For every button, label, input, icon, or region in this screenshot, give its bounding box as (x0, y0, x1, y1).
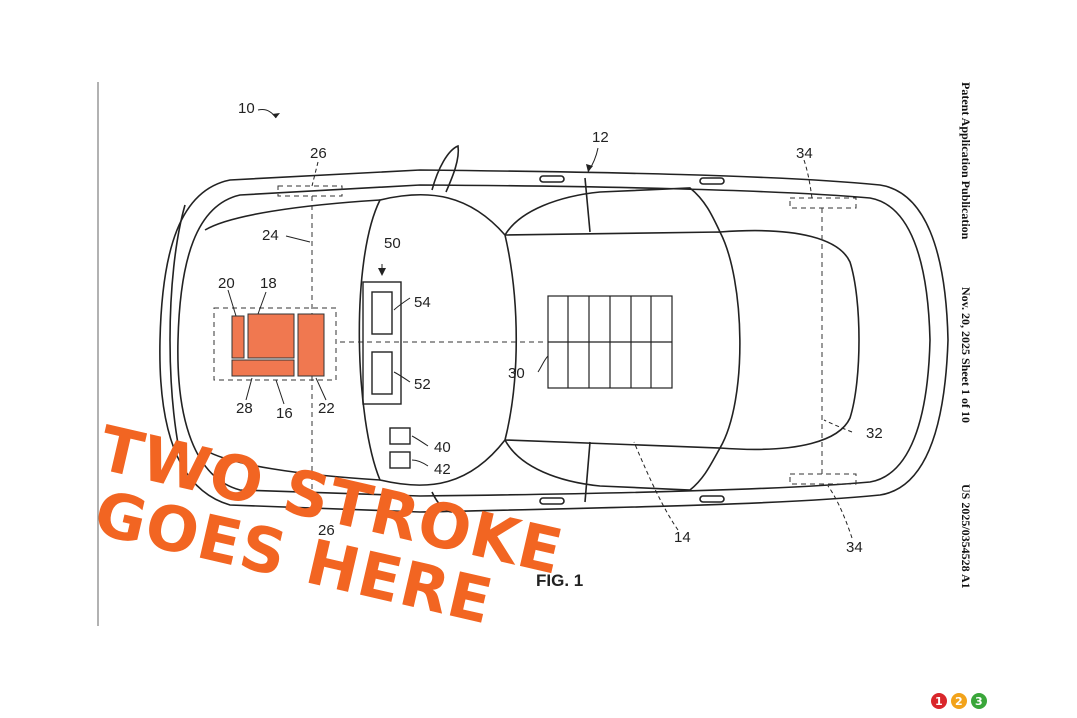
ref-54: 54 (414, 294, 431, 311)
ref-52: 52 (414, 376, 431, 393)
ref-20: 20 (218, 275, 235, 292)
side-pub-number: US 2025/0354528 A1 (959, 484, 973, 589)
ref-30: 30 (508, 365, 525, 382)
unit-50 (362, 281, 402, 405)
side-date-sheet: Nov. 20, 2025 Sheet 1 of 10 (959, 287, 973, 423)
ref-50: 50 (384, 235, 401, 252)
ref-12: 12 (592, 129, 609, 146)
ref-18: 18 (260, 275, 277, 292)
engine-block-left (231, 315, 245, 359)
badge-digit-2: 2 (955, 695, 963, 708)
badge-digit-1: 1 (935, 695, 943, 708)
controller-units (362, 281, 411, 469)
ref-24: 24 (262, 227, 279, 244)
figure-label: FIG. 1 (536, 571, 583, 590)
ref-26-top: 26 (310, 145, 327, 162)
unit-42 (389, 451, 411, 469)
unit-52 (371, 351, 393, 395)
ref-42: 42 (434, 461, 451, 478)
ref-14: 14 (674, 529, 691, 546)
engine-assembly (231, 313, 325, 377)
ref-32: 32 (866, 425, 883, 442)
side-publication: Patent Application Publication (959, 82, 973, 240)
engine-block-base (231, 359, 295, 377)
unit-54 (371, 291, 393, 335)
badge-circle-1 (931, 693, 947, 709)
ref-26-bottom: 26 (318, 522, 335, 539)
arrow-heads (272, 113, 593, 276)
badge-circle-2 (951, 693, 967, 709)
battery-pack-grid (547, 295, 673, 389)
ref-22: 22 (318, 400, 335, 417)
reference-numerals: 10 12 26 34 24 50 20 18 54 30 52 28 16 2… (218, 100, 883, 590)
badge-circle-3 (971, 693, 987, 709)
ref-16: 16 (276, 405, 293, 422)
ref-10: 10 (238, 100, 255, 117)
unit-40 (389, 427, 411, 445)
logo-badge: 1 2 3 (931, 693, 987, 709)
ref-40: 40 (434, 439, 451, 456)
badge-digit-3: 3 (975, 695, 983, 708)
ref-34-bottom: 34 (846, 539, 863, 556)
ref-34-top: 34 (796, 145, 813, 162)
leader-lines (227, 109, 853, 539)
vehicle-body (159, 144, 949, 513)
ref-28: 28 (236, 400, 253, 417)
patent-side-header: Patent Application Publication Nov. 20, … (959, 82, 973, 589)
engine-block-main (247, 313, 295, 359)
engine-block-right (297, 313, 325, 377)
overlay-stamp: TWO STROKE GOES HERE (88, 411, 570, 638)
